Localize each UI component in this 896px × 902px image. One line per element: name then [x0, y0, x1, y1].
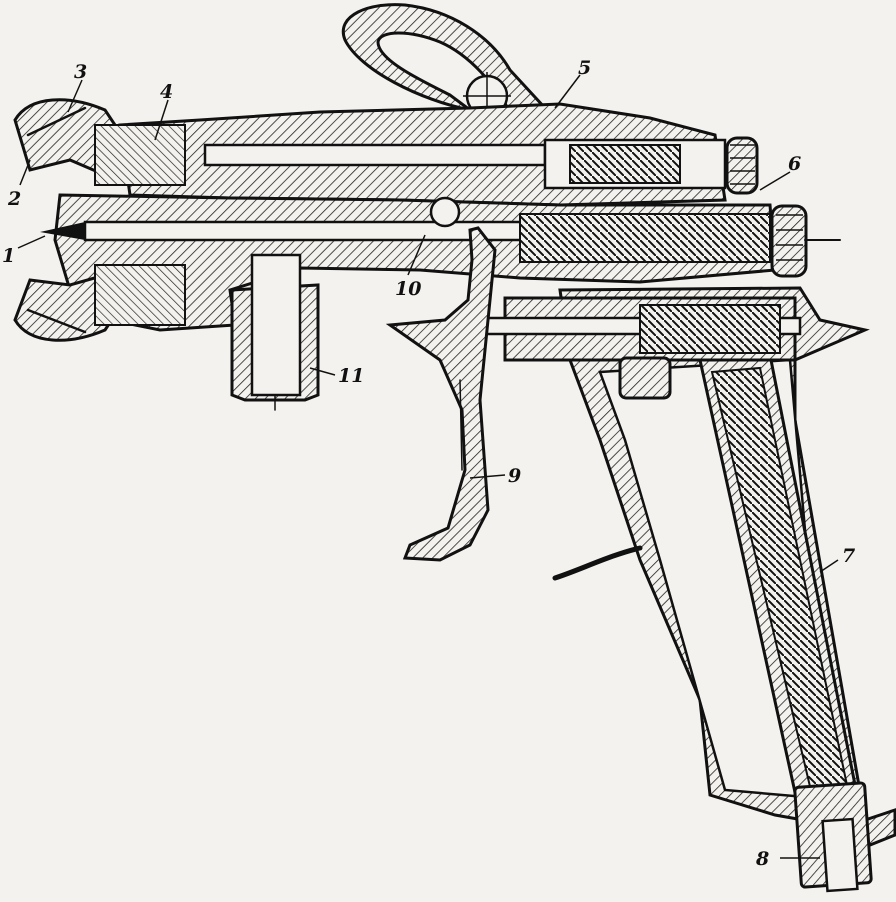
- gun-handle: [552, 286, 896, 893]
- hanging-hook: [341, 3, 549, 120]
- label-3: 3: [74, 61, 87, 83]
- label-6: 6: [788, 153, 801, 175]
- label-1: 1: [2, 245, 15, 267]
- air-valve-assembly: [458, 296, 802, 400]
- gun-body-upper: [118, 102, 759, 207]
- leader-lines: [17, 74, 839, 859]
- label-5: 5: [578, 57, 591, 79]
- label-7: 7: [842, 545, 855, 567]
- part-labels: 1 2 3 4 5 6 7 8 9 10 11: [2, 57, 855, 870]
- air-cap: [13, 98, 186, 342]
- trigger: [385, 226, 497, 562]
- label-8: 8: [755, 848, 769, 870]
- paint-inlet-fitting: [230, 253, 320, 411]
- label-2: 2: [7, 188, 21, 210]
- label-11: 11: [338, 365, 364, 387]
- label-9: 9: [508, 465, 521, 487]
- label-10: 10: [395, 278, 421, 300]
- label-4: 4: [160, 81, 173, 103]
